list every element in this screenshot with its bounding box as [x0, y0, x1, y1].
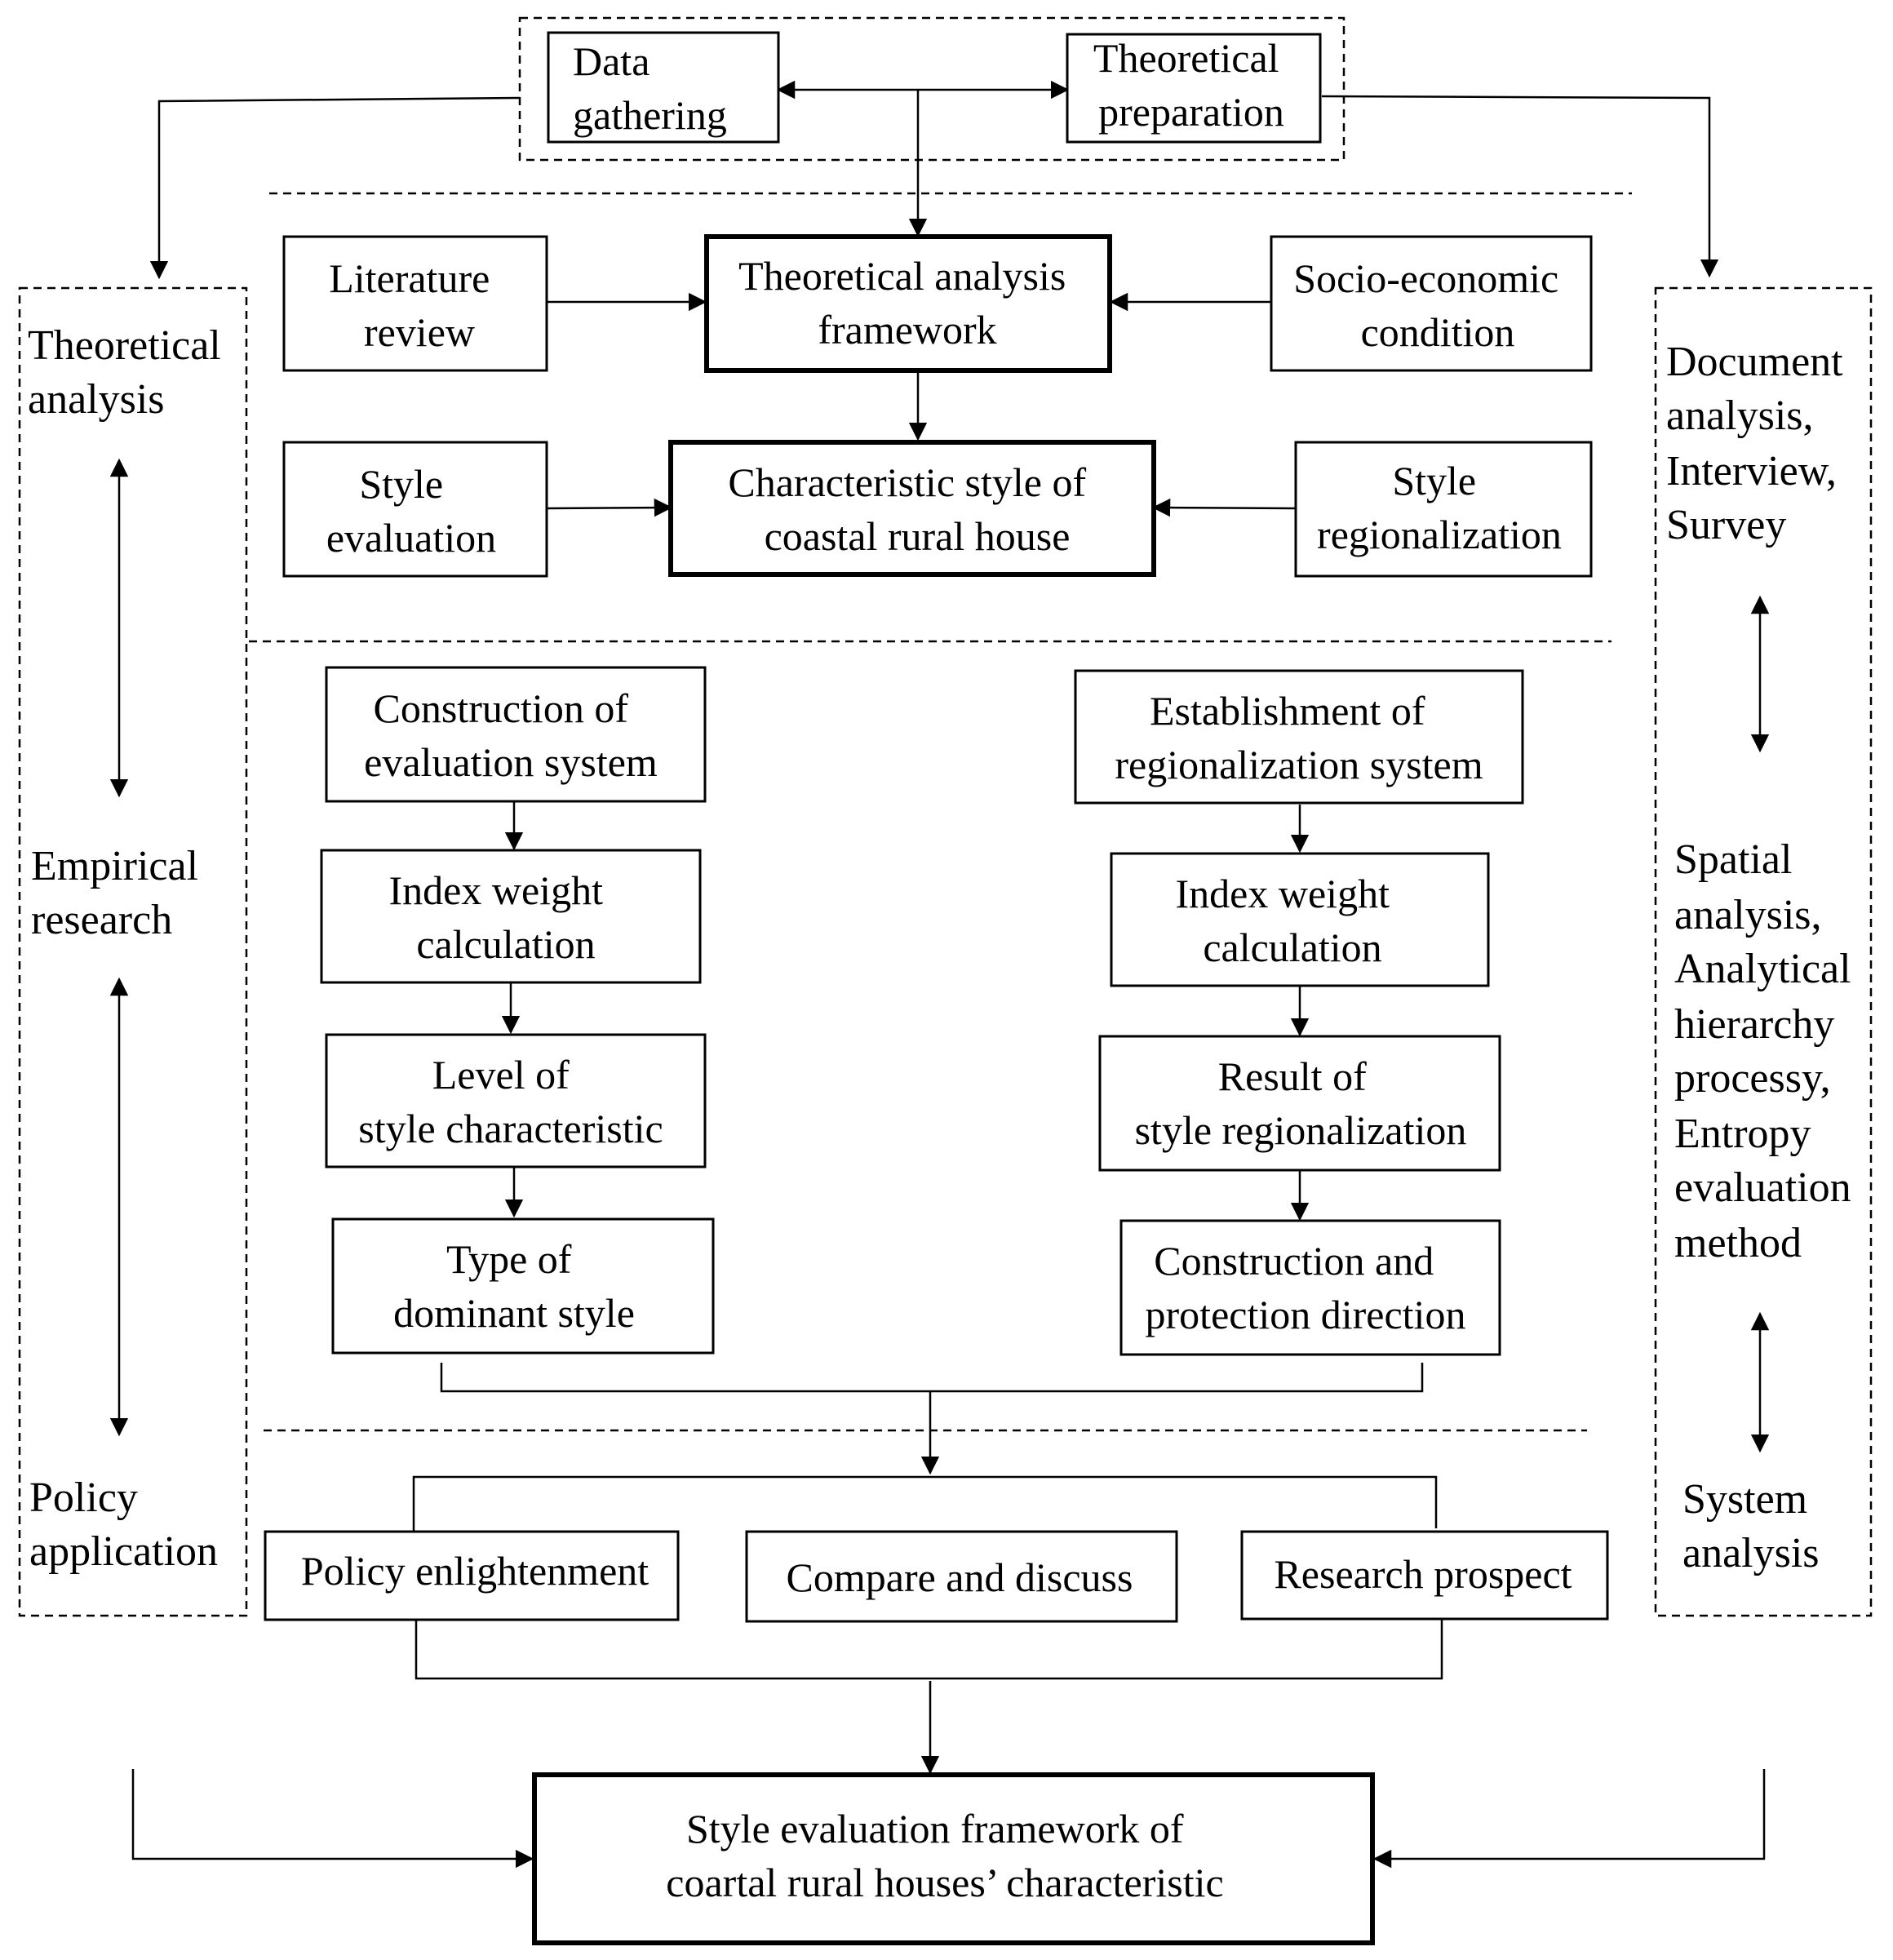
collect-bracket: [415, 1618, 1443, 1680]
label-literature-review: Literature review: [329, 255, 500, 355]
box-result-style: [1098, 1035, 1501, 1172]
label-policy-enlightenment: Policy enlightenment: [301, 1548, 649, 1594]
label-characteristic-style: Characteristic style of coastal rural ho…: [728, 459, 1096, 559]
box-literature-review: [282, 235, 548, 372]
label-research-prospect: Research prospect: [1274, 1551, 1572, 1597]
box-theoretical-preparation: [1066, 33, 1322, 144]
label-index-weight-right: Index weight calculation: [1176, 871, 1400, 970]
box-construction-protection: [1119, 1219, 1501, 1356]
box-index-weight-left: [320, 849, 702, 984]
arrow-top-to-right-panel: [1321, 95, 1719, 278]
box-data-gathering: [547, 31, 780, 144]
label-result-style: Result of style regionalization: [1135, 1053, 1467, 1153]
box-compare-discuss: [745, 1530, 1178, 1623]
label-style-regionalization: Style regionalization: [1317, 458, 1562, 557]
box-policy-enlightenment: [264, 1530, 680, 1621]
label-level-style: Level of style characteristic: [358, 1052, 663, 1151]
box-final: [532, 1772, 1375, 1945]
arrow-right-to-final: [1372, 1769, 1766, 1869]
label-empirical-research: Empirical research: [31, 843, 209, 943]
label-policy-application: Policy application: [29, 1474, 218, 1575]
distribute-bracket: [412, 1475, 1438, 1532]
box-construction-eval: [325, 666, 707, 803]
label-socio-economic: Socio-economic condition: [1293, 255, 1568, 355]
label-theoretical-preparation: Theoretical preparation: [1093, 35, 1289, 135]
label-theoretical-framework: Theoretical analysis framework: [738, 253, 1076, 353]
arrow-top-to-left-panel: [149, 96, 521, 280]
label-establishment-reg: Establishment of regionalization system: [1115, 688, 1483, 787]
box-style-regionalization: [1294, 441, 1593, 578]
label-methods-2: Spatial analysis, Analytical hierarchy p…: [1674, 836, 1862, 1266]
merge-bracket: [440, 1363, 1424, 1393]
box-socio-economic: [1270, 235, 1593, 372]
left-dashed-panel: [18, 286, 248, 1617]
label-type-dominant: Type of dominant style: [393, 1236, 635, 1336]
box-style-evaluation: [282, 441, 548, 578]
label-style-evaluation: Style evaluation: [326, 461, 496, 561]
label-compare-discuss: Compare and discuss: [787, 1554, 1133, 1600]
box-theoretical-framework: [704, 234, 1112, 373]
label-methods-1: Document analysis, Interview, Survey: [1666, 339, 1854, 548]
right-dashed-panel: [1654, 286, 1873, 1617]
label-theoretical-analysis: Theoretical analysis: [28, 322, 232, 423]
box-research-prospect: [1240, 1530, 1609, 1621]
box-establishment-reg: [1074, 669, 1524, 805]
box-index-weight-right: [1110, 852, 1490, 987]
box-characteristic-style: [668, 440, 1156, 577]
top-dashed-group: [518, 16, 1345, 162]
label-index-weight-left: Index weight calculation: [389, 867, 614, 967]
label-methods-3: System analysis: [1682, 1476, 1820, 1576]
box-level-style: [325, 1033, 707, 1168]
arrow-left-to-final: [131, 1769, 534, 1869]
label-data-gathering: Data gathering: [573, 38, 727, 138]
label-construction-eval: Construction of evaluation system: [364, 685, 658, 785]
label-final: Style evaluation framework of coartal ru…: [666, 1806, 1223, 1905]
box-type-dominant: [331, 1217, 715, 1355]
label-construction-protection: Construction and protection direction: [1146, 1238, 1466, 1337]
